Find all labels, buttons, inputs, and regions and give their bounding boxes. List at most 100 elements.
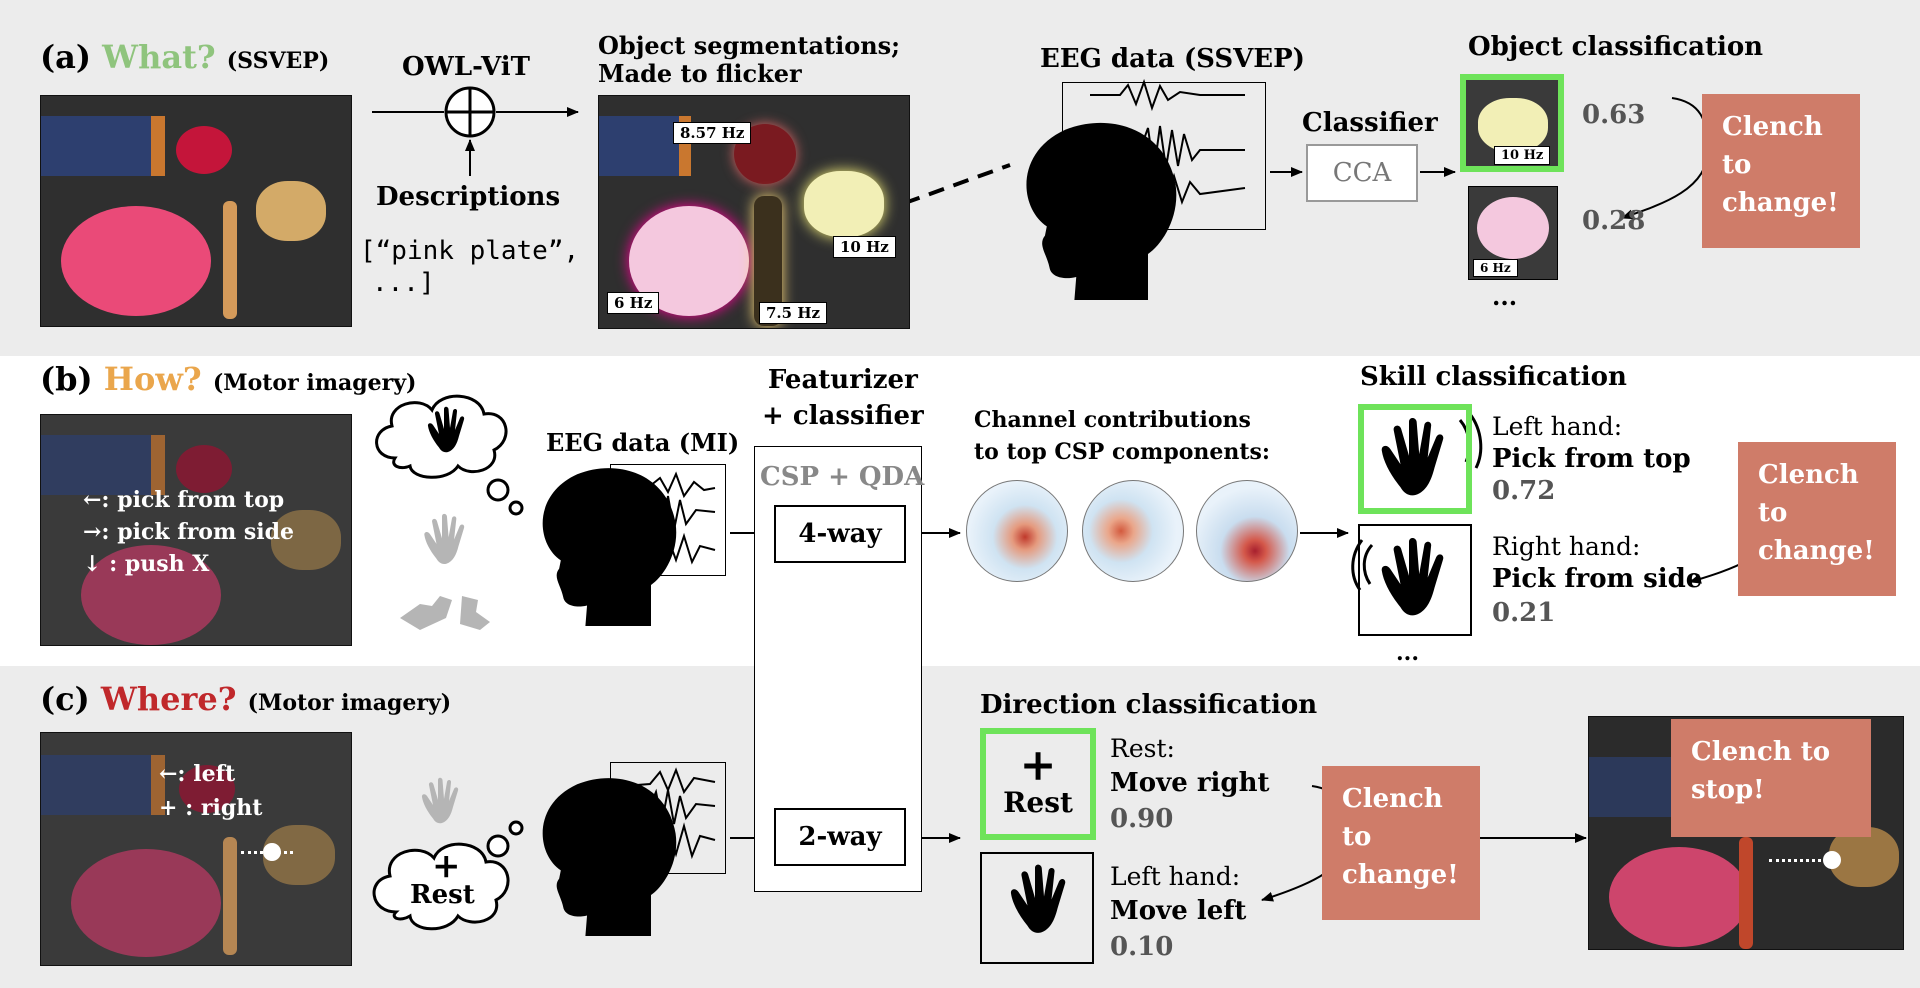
clench-stop-line1: Clench to: [1691, 737, 1831, 767]
direction-left-hand-box[interactable]: [980, 852, 1094, 964]
fourway-classifier-box: 4-way: [774, 505, 906, 563]
eeg-mi-title: EEG data (MI): [546, 428, 740, 457]
c-spoon: [223, 837, 237, 955]
direction-rest-box[interactable]: + Rest: [980, 728, 1096, 840]
clench-to-change-a: Clench to change!: [1702, 94, 1860, 248]
thumbnail-10hz[interactable]: 10 Hz: [1460, 74, 1564, 172]
eeg-mi-box: [610, 464, 726, 576]
panel-a-title: (a) What? (SSVEP): [40, 38, 329, 76]
object-list-ellipsis: ...: [1492, 282, 1518, 311]
freq-label-857: 8.57 Hz: [673, 122, 752, 144]
direction-1-score: 0.90: [1110, 804, 1174, 834]
panel-c-question: Where?: [100, 680, 237, 718]
skill-right-hand-box[interactable]: [1358, 524, 1472, 636]
panel-c-result-photo: Clench to stop!: [1588, 716, 1904, 950]
panel-b-paradigm: (Motor imagery): [212, 370, 417, 396]
clench-to-stop: Clench to stop!: [1671, 719, 1871, 837]
freq-label-6: 6 Hz: [607, 292, 660, 314]
twoway-classifier-box: 2-way: [774, 808, 906, 866]
seg-jug: [804, 171, 884, 237]
thumbnail-6hz[interactable]: 6 Hz: [1468, 186, 1558, 280]
csp-qda-label: CSP + QDA: [760, 462, 925, 492]
descriptions-code-line1: [“pink plate”,: [360, 236, 580, 266]
skill-2-action: Pick from side: [1492, 564, 1703, 594]
panel-a-letter: (a): [40, 38, 92, 76]
c-target-dot: [263, 843, 281, 861]
direction-2-score: 0.10: [1110, 932, 1174, 962]
skill-2-name: Right hand:: [1492, 532, 1641, 561]
object-classification-title: Object classification: [1468, 32, 1764, 62]
owl-vit-label: OWL-ViT: [402, 52, 530, 82]
panel-b-question: How?: [103, 360, 202, 398]
panel-c-title: (c) Where? (Motor imagery): [40, 680, 451, 718]
eeg-c-box: [610, 762, 726, 874]
eeg-ssvep-title: EEG data (SSVEP): [1040, 44, 1305, 74]
segmentation-title-line2: Made to flicker: [598, 59, 802, 88]
skill-classification-title: Skill classification: [1360, 362, 1627, 392]
skill-1-score: 0.72: [1492, 476, 1556, 506]
thumbnail-10hz-label: 10 Hz: [1494, 146, 1551, 165]
panel-b-scene-photo: ←: pick from top →: pick from side ↓ : p…: [40, 414, 352, 646]
clench-stop-line2: stop!: [1691, 775, 1765, 805]
csp-topomap-3: [1196, 480, 1298, 582]
classifier-label: Classifier: [1302, 108, 1438, 138]
b-jug: [271, 510, 341, 570]
b-plate: [81, 545, 221, 645]
channel-contrib-line1: Channel contributions: [974, 407, 1251, 433]
c-cup: [179, 765, 235, 813]
featurizer-line2: + classifier: [762, 401, 924, 431]
csp-topomap-2: [1082, 480, 1184, 582]
b-legend-line2: →: pick from side: [83, 519, 295, 545]
panel-a-scene-photo: [40, 95, 352, 327]
object-score-2: 0.28: [1582, 206, 1646, 236]
c-plate: [71, 849, 221, 957]
rest-thought-plus: +: [432, 846, 461, 886]
c-legend-line1: ←: left: [159, 761, 236, 787]
clench-c-line2: to: [1342, 822, 1372, 852]
cca-box: CCA: [1306, 144, 1418, 202]
segmentation-title: Object segmentations; Made to flicker: [598, 32, 900, 88]
segmentation-photo: 8.57 Hz 10 Hz 6 Hz 7.5 Hz: [598, 95, 910, 329]
tray-object: [41, 116, 165, 176]
descriptions-code-line2: ...]: [372, 268, 435, 298]
clench-to-change-b: Clench to change!: [1738, 442, 1896, 596]
clench-c-line1: Clench: [1342, 784, 1443, 814]
freq-label-10: 10 Hz: [833, 236, 896, 258]
eeg-ssvep-box: [1062, 82, 1266, 230]
panel-c-scene-photo: ←: left + : right: [40, 732, 352, 966]
b-cup: [176, 445, 232, 493]
direction-2-action: Move left: [1110, 896, 1247, 926]
clench-a-line3: change!: [1722, 188, 1839, 218]
panel-a-question: What?: [102, 38, 216, 76]
panel-b-title: (b) How? (Motor imagery): [40, 360, 416, 398]
channel-contrib-line2: to top CSP components:: [974, 439, 1271, 465]
spoon-object: [223, 201, 237, 319]
clench-a-line2: to: [1722, 150, 1752, 180]
b-legend-line3: ↓ : push X: [83, 551, 210, 577]
c-legend-line2: + : right: [159, 795, 263, 821]
skill-list-ellipsis: ...: [1396, 640, 1419, 666]
direction-rest-plus: +: [1019, 740, 1057, 791]
skill-1-action: Pick from top: [1492, 444, 1691, 474]
panel-b-letter: (b): [40, 360, 93, 398]
clench-b-line1: Clench: [1758, 460, 1859, 490]
c-tray: [41, 755, 165, 815]
thumbnail-6hz-label: 6 Hz: [1473, 259, 1518, 277]
descriptions-label: Descriptions: [376, 182, 561, 212]
r-path-dots: [1769, 859, 1833, 862]
channel-contrib-title: Channel contributions to top CSP compone…: [974, 404, 1270, 468]
rest-thought-label: Rest: [410, 880, 475, 910]
skill-left-hand-box[interactable]: [1358, 404, 1472, 514]
r-spoon: [1739, 837, 1753, 949]
skill-2-score: 0.21: [1492, 598, 1556, 628]
direction-classification-title: Direction classification: [980, 690, 1318, 720]
direction-1-action: Move right: [1110, 768, 1270, 798]
panel-c-letter: (c): [40, 680, 90, 718]
clench-b-line3: change!: [1758, 536, 1875, 566]
direction-1-name: Rest:: [1110, 734, 1175, 763]
skill-1-name: Left hand:: [1492, 412, 1623, 441]
clench-c-line3: change!: [1342, 860, 1459, 890]
jug-object: [256, 181, 326, 241]
r-plate: [1609, 847, 1749, 947]
